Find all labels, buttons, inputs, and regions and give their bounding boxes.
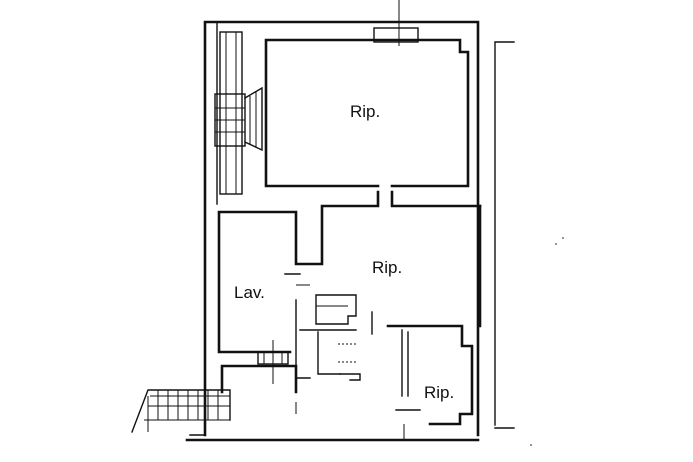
lower-left-block [220,364,298,414]
laundry-fixtures [299,294,373,381]
middle-walls [217,190,482,379]
drawing-specks [530,237,564,446]
room-label-middle: Rip. [372,258,402,277]
room-label-laundry: Lav. [234,283,265,302]
flue-column [214,31,263,195]
room-label-bottom: Rip. [424,383,454,402]
room-top [264,38,470,188]
outer-walls [185,20,480,442]
room-bottom-right [386,324,474,440]
stairs [131,389,231,433]
adjacent-building-edge [494,41,515,429]
top-window [373,27,419,43]
room-label-top: Rip. [350,102,380,121]
doorway-lower-left [257,340,289,384]
